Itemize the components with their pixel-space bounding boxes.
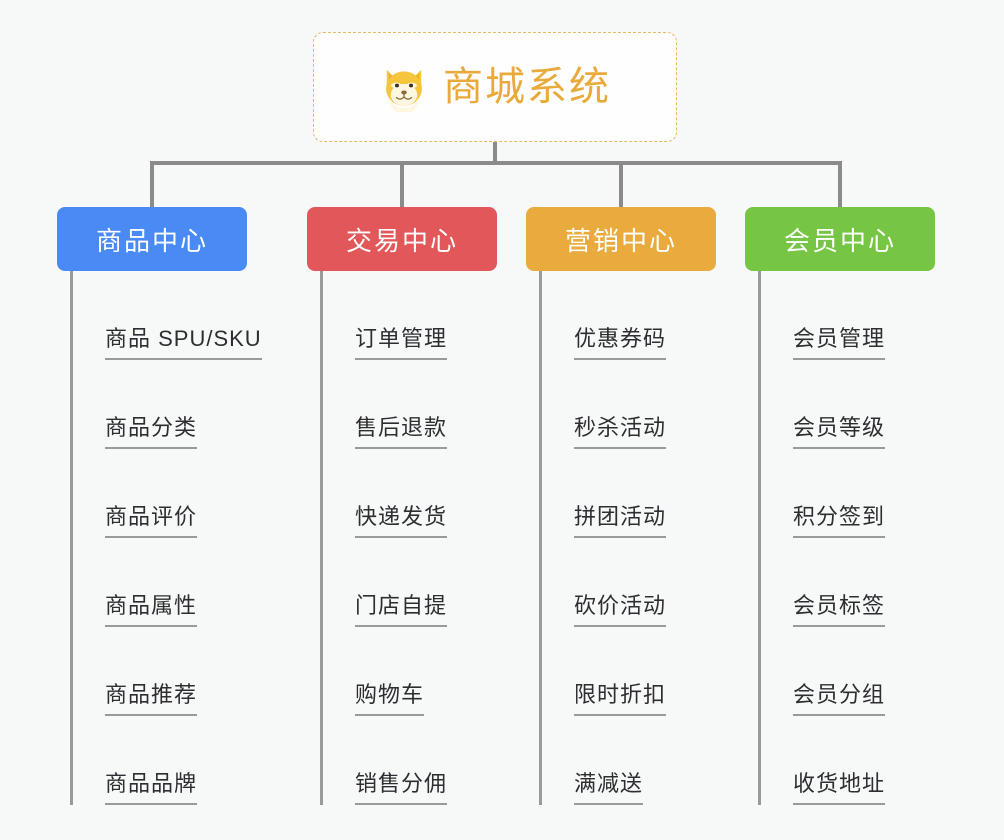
- connector-drop-3: [619, 161, 623, 207]
- leaf-item-label: 购物车: [355, 682, 425, 716]
- root-title: 商城系统: [443, 65, 611, 109]
- leaf-item-label: 会员等级: [793, 415, 886, 449]
- leaf-item[interactable]: 商品分类: [73, 360, 247, 449]
- leaf-item-label: 商品分类: [105, 415, 198, 449]
- leaf-item-label: 收货地址: [793, 771, 886, 805]
- leaf-item-label: 售后退款: [355, 415, 448, 449]
- leaf-item[interactable]: 售后退款: [323, 360, 497, 449]
- leaf-item[interactable]: 快递发货: [323, 449, 497, 538]
- leaf-item-label: 商品品牌: [105, 771, 198, 805]
- category-header-transaction-center[interactable]: 交易中心: [307, 207, 497, 271]
- leaf-item[interactable]: 商品品牌: [73, 716, 247, 805]
- leaf-item[interactable]: 收货地址: [761, 716, 935, 805]
- column-product-center: 商品中心商品 SPU/SKU 商品分类商品评价商品属性商品推荐商品品牌: [57, 207, 262, 805]
- leaf-item-label: 门店自提: [355, 593, 448, 627]
- leaf-item[interactable]: 秒杀活动: [542, 360, 716, 449]
- leaf-list-product-center: 商品 SPU/SKU 商品分类商品评价商品属性商品推荐商品品牌: [70, 271, 262, 805]
- leaf-item-label: 砍价活动: [574, 593, 667, 627]
- leaf-item-label: 优惠券码: [574, 326, 667, 360]
- leaf-item-label: 商品属性: [105, 593, 198, 627]
- connector-stem: [493, 142, 497, 164]
- connector-drop-4: [838, 161, 842, 207]
- column-transaction-center: 交易中心订单管理售后退款快递发货门店自提购物车销售分佣: [307, 207, 497, 805]
- leaf-item[interactable]: 会员分组: [761, 627, 935, 716]
- leaf-item[interactable]: 会员等级: [761, 360, 935, 449]
- category-header-label: 营销中心: [564, 225, 677, 256]
- category-header-label: 商品中心: [95, 225, 208, 256]
- leaf-item-label: 会员标签: [793, 593, 886, 627]
- leaf-item-label: 满减送: [574, 771, 644, 805]
- leaf-item[interactable]: 门店自提: [323, 538, 497, 627]
- root-node[interactable]: 商城系统: [313, 32, 677, 142]
- leaf-item[interactable]: 会员标签: [761, 538, 935, 627]
- category-header-product-center[interactable]: 商品中心: [57, 207, 247, 271]
- connector-drop-1: [150, 161, 154, 207]
- leaf-item[interactable]: 优惠券码: [542, 271, 716, 360]
- leaf-item-label: 拼团活动: [574, 504, 667, 538]
- leaf-item-label: 秒杀活动: [574, 415, 667, 449]
- leaf-item-label: 会员分组: [793, 682, 886, 716]
- category-header-member-center[interactable]: 会员中心: [745, 207, 935, 271]
- leaf-item[interactable]: 商品推荐: [73, 627, 247, 716]
- leaf-item-label: 商品推荐: [105, 682, 198, 716]
- leaf-item-label: 订单管理: [355, 326, 448, 360]
- shiba-dog-face-icon: [386, 69, 422, 112]
- leaf-item[interactable]: 限时折扣: [542, 627, 716, 716]
- column-marketing-center: 营销中心优惠券码秒杀活动拼团活动砍价活动限时折扣满减送: [526, 207, 716, 805]
- leaf-item[interactable]: 商品属性: [73, 538, 247, 627]
- leaf-item[interactable]: 订单管理: [323, 271, 497, 360]
- leaf-item-label: 快递发货: [355, 504, 448, 538]
- leaf-item-label: 会员管理: [793, 326, 886, 360]
- column-member-center: 会员中心会员管理会员等级积分签到会员标签会员分组收货地址: [745, 207, 935, 805]
- leaf-item[interactable]: 满减送: [542, 716, 716, 805]
- leaf-list-member-center: 会员管理会员等级积分签到会员标签会员分组收货地址: [758, 271, 935, 805]
- leaf-item[interactable]: 砍价活动: [542, 538, 716, 627]
- leaf-item-label: 限时折扣: [574, 682, 667, 716]
- leaf-item[interactable]: 商品 SPU/SKU: [73, 271, 262, 360]
- leaf-item-label: 积分签到: [793, 504, 886, 538]
- leaf-item-label: 销售分佣: [355, 771, 448, 805]
- connector-drop-2: [400, 161, 404, 207]
- leaf-item[interactable]: 拼团活动: [542, 449, 716, 538]
- leaf-item[interactable]: 商品评价: [73, 449, 247, 538]
- leaf-item[interactable]: 会员管理: [761, 271, 935, 360]
- category-header-label: 交易中心: [345, 225, 458, 256]
- leaf-item[interactable]: 销售分佣: [323, 716, 497, 805]
- leaf-item[interactable]: 购物车: [323, 627, 497, 716]
- leaf-list-marketing-center: 优惠券码秒杀活动拼团活动砍价活动限时折扣满减送: [539, 271, 716, 805]
- connector-bus: [150, 161, 842, 165]
- leaf-item[interactable]: 积分签到: [761, 449, 935, 538]
- leaf-list-transaction-center: 订单管理售后退款快递发货门店自提购物车销售分佣: [320, 271, 497, 805]
- category-header-marketing-center[interactable]: 营销中心: [526, 207, 716, 271]
- leaf-item-label: 商品评价: [105, 504, 198, 538]
- leaf-item-label: 商品 SPU/SKU: [105, 326, 262, 360]
- category-header-label: 会员中心: [783, 225, 896, 256]
